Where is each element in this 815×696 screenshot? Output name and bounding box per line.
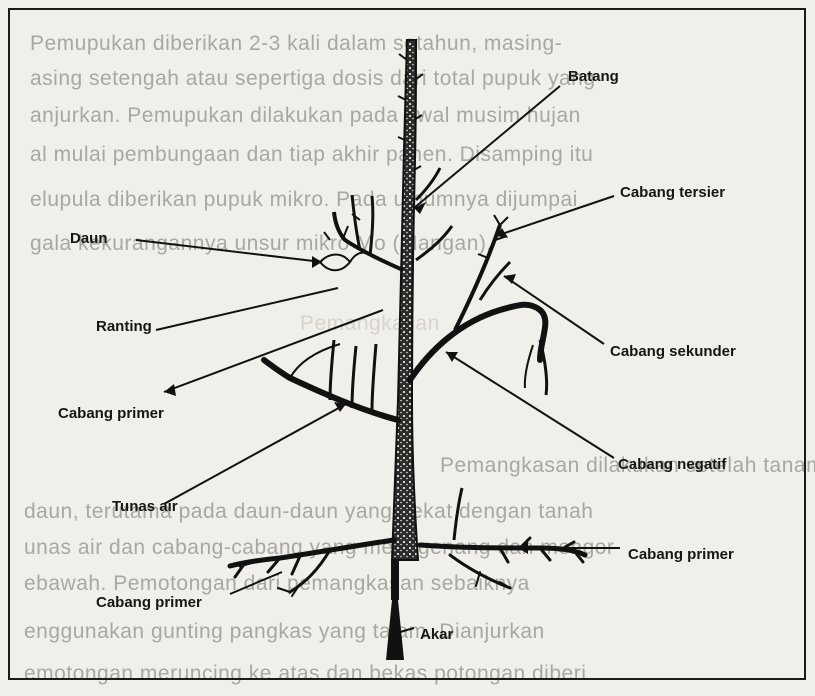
left-primary-upper [330, 340, 334, 400]
leader-akar [400, 628, 414, 632]
leaf-shape [320, 255, 350, 271]
label-batang: Batang [568, 68, 619, 85]
basal-branches-right [420, 538, 585, 588]
basal-branches-left [230, 540, 394, 596]
label-cabang-sekunder: Cabang sekunder [610, 343, 736, 360]
label-cabang-primer-right: Cabang primer [628, 546, 734, 563]
root [386, 600, 404, 660]
arrowheads [164, 202, 528, 554]
leader-tunas-air [164, 404, 346, 504]
label-daun: Daun [70, 230, 108, 247]
leader-cabang-negatif [446, 352, 614, 458]
label-ranting: Ranting [96, 318, 152, 335]
label-tunas-air: Tunas air [112, 498, 178, 515]
leader-cabang-tersier [496, 196, 614, 236]
label-cabang-negatif: Cabang negatif [618, 456, 726, 473]
label-cabang-primer-left: Cabang primer [58, 405, 164, 422]
label-akar: Akar [420, 626, 453, 643]
leader-daun [136, 240, 322, 262]
right-branch-droop [540, 340, 547, 395]
leader-ranting [156, 288, 338, 330]
right-secondary-branch [410, 305, 545, 380]
label-cabang-tersier: Cabang tersier [620, 184, 725, 201]
trunk [392, 40, 418, 560]
leader-batang [414, 86, 560, 208]
leader-cabang-primer-left [164, 310, 383, 392]
label-cabang-primer-bottom: Cabang primer [96, 594, 202, 611]
leader-cabang-sekunder [504, 276, 604, 344]
